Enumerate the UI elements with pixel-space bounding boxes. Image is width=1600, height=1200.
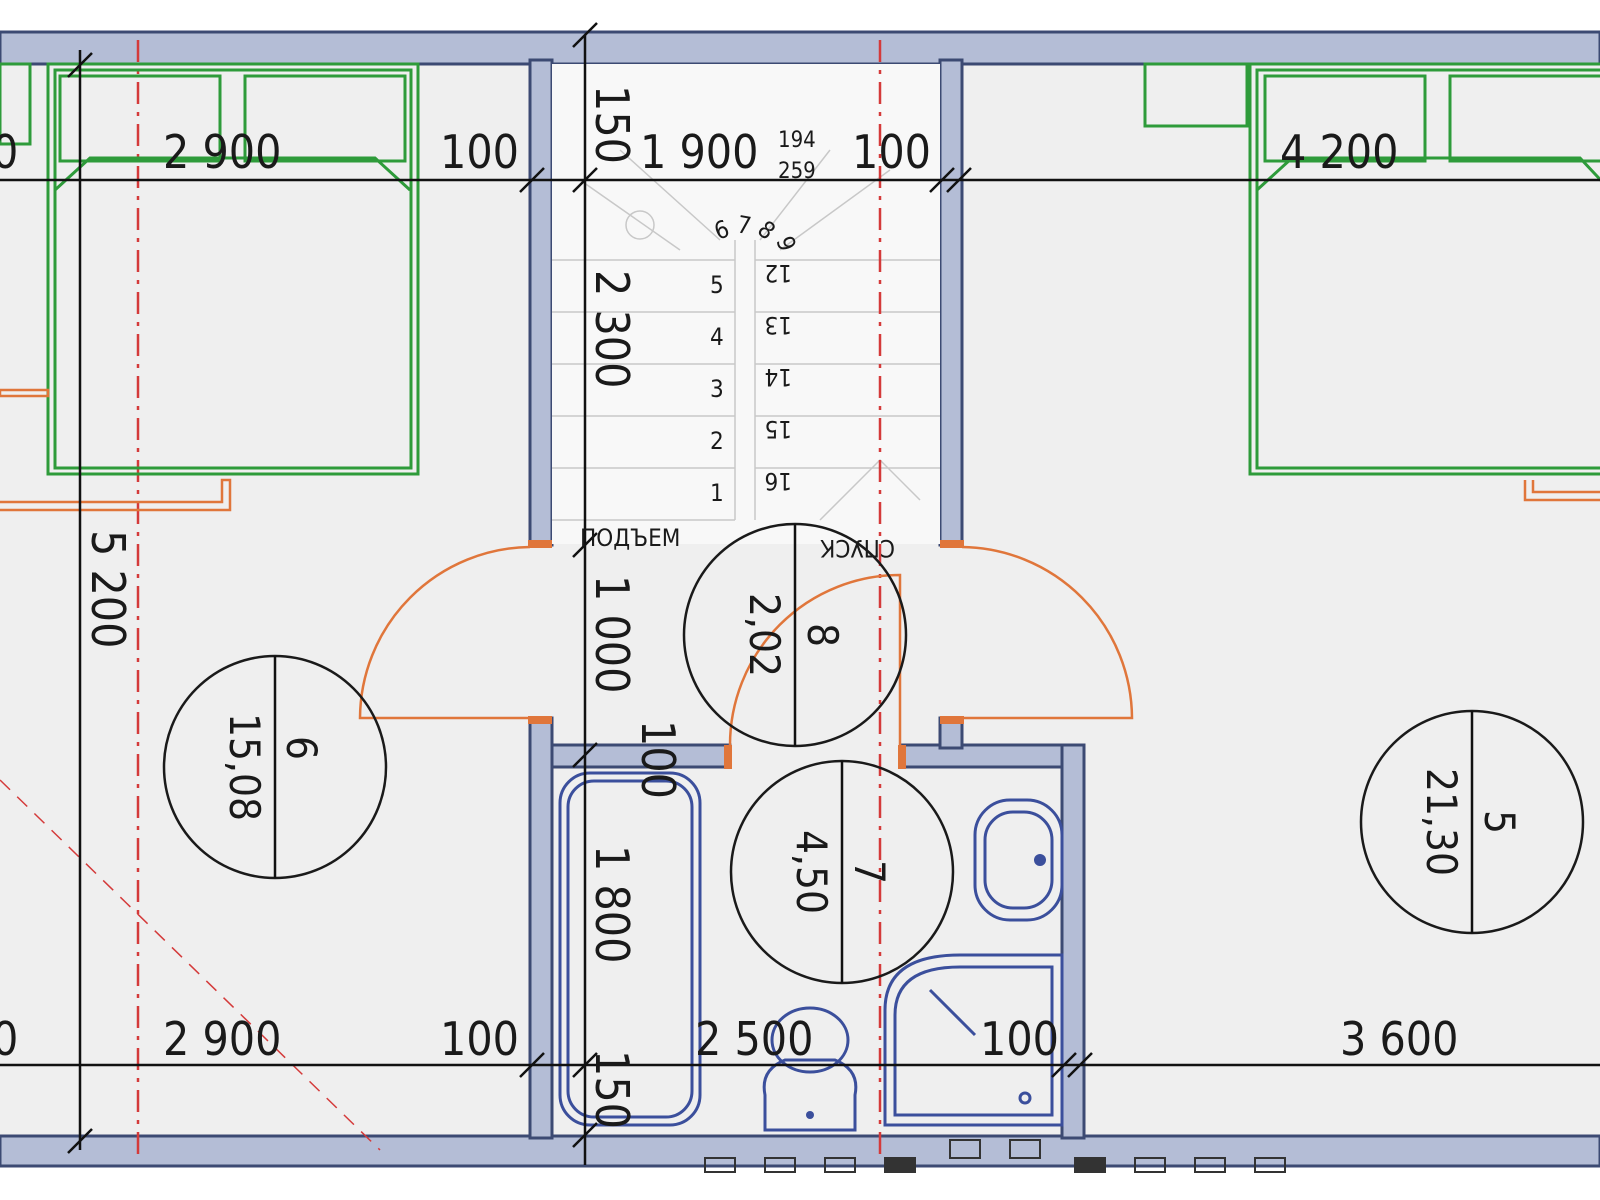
ventilation-marks [704, 1139, 1286, 1173]
room-5-area: 21,30 [1417, 768, 1466, 876]
step-left-5: 1 [710, 479, 724, 507]
dim-vert-5: 1 800 [585, 845, 639, 963]
wall-stair-left [528, 58, 554, 547]
room-8-number: 8 [798, 623, 847, 647]
shelf-left [0, 388, 50, 398]
axis-diagonal [0, 779, 381, 1151]
dim-vert-2: 2 300 [585, 270, 639, 388]
dim-top-1: 0 [0, 125, 18, 179]
stair-tread-lines [552, 149, 940, 521]
room-6-area: 15,08 [220, 713, 269, 821]
step-left-3: 3 [710, 375, 724, 403]
dim-bottom-2: 2 900 [163, 1012, 281, 1066]
room-tag-6: 6 15,08 [162, 654, 388, 880]
bottom-dimensions: 0 2 900 100 2 500 100 3 600 [0, 1012, 1458, 1066]
dim-top-4: 1 900 [640, 125, 758, 179]
dim-vert-7: 5 200 [81, 530, 135, 648]
wall-bath-top-right [900, 743, 1084, 769]
step-left-2: 4 [710, 323, 724, 351]
bathtub [558, 771, 702, 1127]
stair-up-label: ПОДЪЕМ [580, 524, 680, 552]
dim-small-1: 194 [778, 128, 816, 153]
dim-top-3: 100 [440, 125, 519, 179]
dim-vert-4: 100 [631, 720, 685, 799]
dim-bottom-5: 100 [980, 1012, 1059, 1066]
room-7-number: 7 [845, 860, 894, 884]
dim-top-2: 2 900 [163, 125, 281, 179]
wall-bath-right [1060, 743, 1086, 1140]
step-winder-2: 7 [735, 210, 753, 240]
door-room-6 [358, 540, 552, 724]
dim-bottom-1: 0 [0, 1012, 18, 1066]
dim-vert-3: 1 000 [585, 575, 639, 693]
stair-numbers: 5 4 3 2 1 12 13 14 15 16 6 7 8 9 ПОДЪЕМ … [580, 210, 895, 562]
step-right-4: 15 [765, 415, 792, 443]
bed-left [0, 62, 420, 476]
wall-top [0, 30, 1600, 66]
dim-top-5: 100 [852, 125, 931, 179]
step-left-4: 2 [710, 427, 724, 455]
room-tag-7: 7 4,50 [729, 759, 955, 985]
room-tag-8: 8 2,02 [682, 522, 908, 748]
nightstand-left [0, 478, 232, 512]
wall-bottom [0, 1134, 1600, 1168]
step-left-1: 5 [710, 271, 724, 299]
dimension-lines [0, 22, 1600, 1165]
door-room-7 [724, 573, 906, 769]
wall-bath-left [528, 716, 554, 1140]
step-right-5: 16 [765, 467, 792, 495]
top-dimensions: 0 2 900 100 1 900 100 4 200 194 259 [0, 125, 1398, 184]
room-8-area: 2,02 [740, 593, 789, 677]
washbasin [973, 798, 1064, 922]
room-tag-5: 5 21,30 [1359, 709, 1585, 935]
shower-tray [883, 953, 1064, 1127]
toilet [762, 1006, 858, 1132]
vertical-dimensions: 150 2 300 1 000 100 1 800 150 5 200 [81, 85, 685, 1129]
dim-small-2: 259 [778, 159, 816, 184]
nightstand-right [1523, 480, 1600, 502]
dim-bottom-3: 100 [440, 1012, 519, 1066]
dim-vert-6: 150 [585, 1050, 639, 1129]
stair-down-label: СПУСК [820, 534, 895, 562]
door-room-5 [940, 540, 1134, 724]
step-right-3: 14 [765, 363, 792, 391]
room-6-number: 6 [277, 736, 326, 760]
room-7-area: 4,50 [787, 830, 836, 914]
step-right-1: 12 [765, 259, 792, 287]
bed-right [1143, 62, 1600, 476]
dim-bottom-6: 3 600 [1340, 1012, 1458, 1066]
step-right-2: 13 [765, 311, 792, 339]
dim-bottom-4: 2 500 [695, 1012, 813, 1066]
room-5-number: 5 [1475, 810, 1524, 834]
dim-top-6: 4 200 [1280, 125, 1398, 179]
wall-stair-right [938, 58, 964, 547]
dim-vert-1: 150 [585, 85, 639, 164]
